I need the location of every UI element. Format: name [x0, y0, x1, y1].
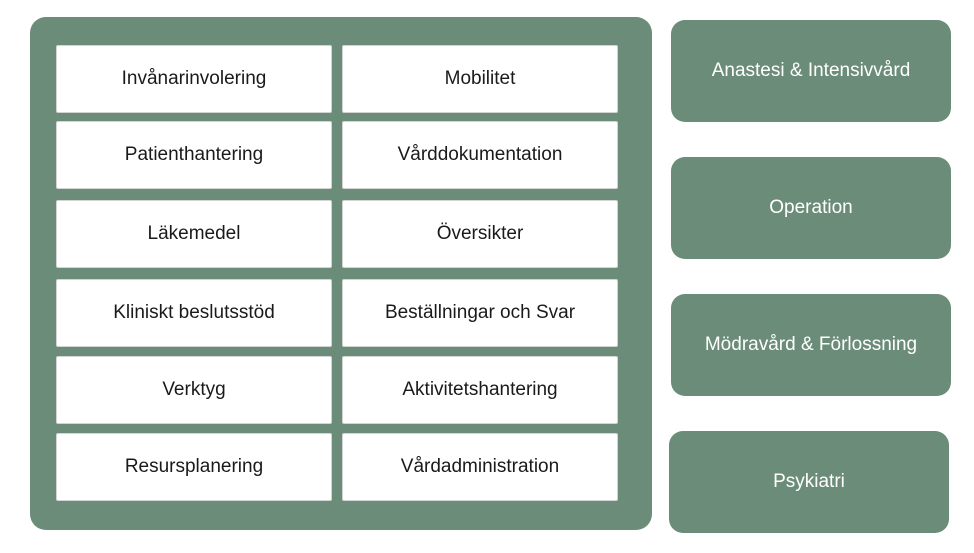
module-varddokumentation: Vårddokumentation — [342, 121, 618, 189]
module-kliniskt-beslutsstod: Kliniskt beslutsstöd — [56, 279, 332, 347]
module-oversikter: Översikter — [342, 200, 618, 268]
module-lakemedel: Läkemedel — [56, 200, 332, 268]
module-mobilitet: Mobilitet — [342, 45, 618, 113]
module-aktivitetshantering: Aktivitetshantering — [342, 356, 618, 424]
module-grid-panel: Invånarinvolering Mobilitet Patienthante… — [30, 17, 652, 530]
side-box-modravard-forlossning: Mödravård & Förlossning — [671, 294, 951, 396]
side-box-operation: Operation — [671, 157, 951, 259]
module-patienthantering: Patienthantering — [56, 121, 332, 189]
side-box-psykiatri: Psykiatri — [669, 431, 949, 533]
side-box-anastesi-intensivvard: Anastesi & Intensivvård — [671, 20, 951, 122]
module-resursplanering: Resursplanering — [56, 433, 332, 501]
module-invanarinvolering: Invånarinvolering — [56, 45, 332, 113]
module-bestallningar-och-svar: Beställningar och Svar — [342, 279, 618, 347]
module-vardadministration: Vårdadministration — [342, 433, 618, 501]
module-verktyg: Verktyg — [56, 356, 332, 424]
